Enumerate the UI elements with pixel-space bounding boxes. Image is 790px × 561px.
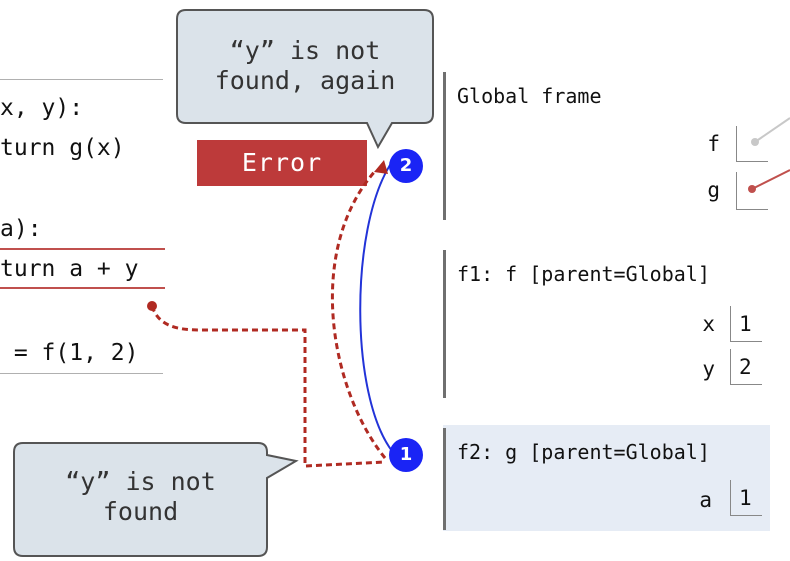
callout-bottom-line-1: “y” is not xyxy=(65,467,216,496)
callout-top-text: “y” is not found, again xyxy=(177,36,433,96)
code-top-divider xyxy=(0,79,163,80)
lookup-path-step-2 xyxy=(330,169,387,459)
error-box: Error xyxy=(197,140,367,186)
frame-f2-bar xyxy=(443,428,446,530)
step-marker-2-label: 2 xyxy=(399,155,413,176)
step-marker-2 xyxy=(389,149,423,183)
pointer-g xyxy=(751,169,790,190)
pointer-f xyxy=(754,117,790,143)
code-line-1: x, y): xyxy=(0,95,84,121)
callout-bottom-text: “y” is not found xyxy=(14,467,267,527)
frame-f2-highlight xyxy=(443,425,770,531)
code-line-5: = f(1, 2) xyxy=(0,340,139,366)
lookup-arrowhead xyxy=(374,160,388,174)
callout-top-line-1: “y” is not xyxy=(229,36,381,65)
callout-top-bubble xyxy=(176,9,434,150)
frame-f1-title: f1: f [parent=Global] xyxy=(457,262,710,286)
f2-var-a-value: 1 xyxy=(730,480,762,516)
call-arc xyxy=(359,164,393,452)
pointer-g-dot xyxy=(748,185,756,193)
global-frame-title: Global frame xyxy=(457,84,602,108)
step-marker-1-label: 1 xyxy=(399,444,413,465)
callout-top-line-2: found, again xyxy=(214,66,396,95)
pointer-f-dot xyxy=(751,138,759,146)
lookup-origin-dot xyxy=(147,301,157,311)
f1-var-y-value: 2 xyxy=(730,349,762,385)
code-highlight-bottom xyxy=(0,287,165,289)
callout-bottom-bubble xyxy=(13,442,299,557)
code-line-3: a): xyxy=(0,216,42,242)
code-line-4: turn a + y xyxy=(0,256,139,282)
step-marker-1 xyxy=(389,438,423,472)
callout-bottom-line-2: found xyxy=(102,497,179,526)
frame-f1-bar xyxy=(443,250,446,398)
global-var-f-name: f xyxy=(707,132,720,156)
global-var-g-box xyxy=(736,172,768,210)
f1-var-y-name: y xyxy=(702,357,715,381)
f2-var-a-name: a xyxy=(699,488,712,512)
f1-var-x-name: x xyxy=(702,312,715,336)
frame-f2-title: f2: g [parent=Global] xyxy=(457,440,710,464)
global-frame-bar xyxy=(443,72,446,220)
code-line-2: turn g(x) xyxy=(0,135,125,161)
lookup-path-step-1 xyxy=(150,305,386,468)
code-highlight-top xyxy=(0,248,165,250)
global-var-g-name: g xyxy=(707,178,720,202)
code-bottom-divider xyxy=(0,373,163,374)
global-var-f-box xyxy=(736,126,768,162)
f1-var-x-value: 1 xyxy=(730,306,762,342)
